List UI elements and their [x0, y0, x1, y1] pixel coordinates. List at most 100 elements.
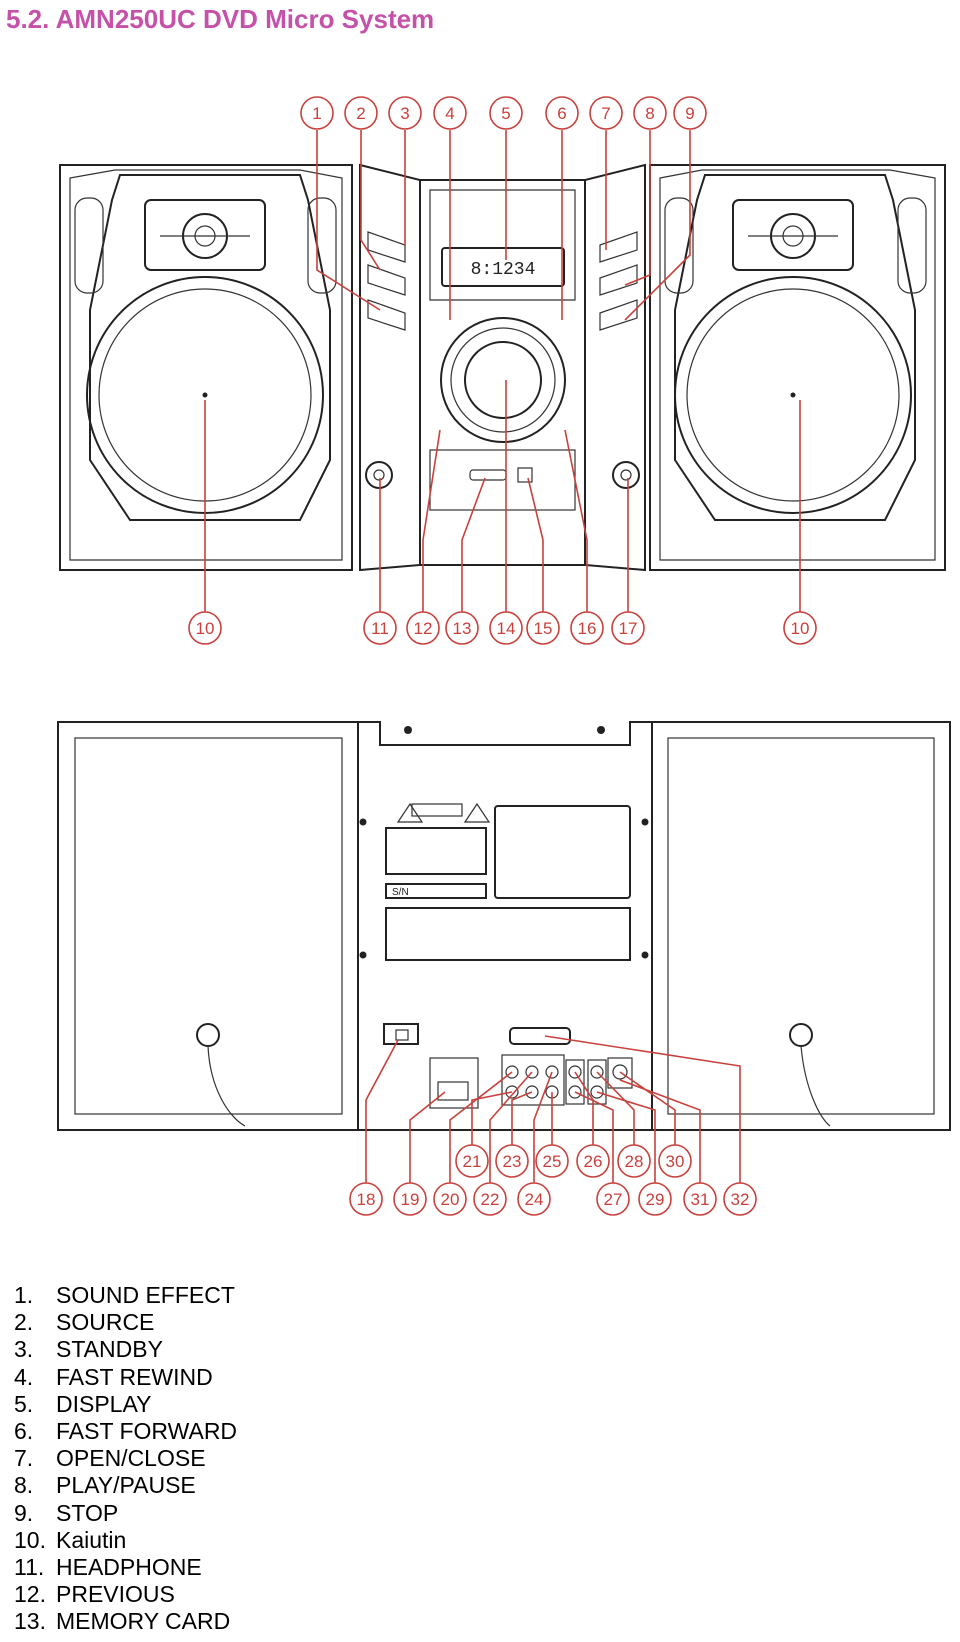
serial-label: S/N — [392, 887, 409, 898]
callout-22: 22 — [473, 1182, 507, 1216]
callout-label: 26 — [584, 1152, 603, 1171]
parts-item-label: PLAY/PAUSE — [56, 1472, 196, 1499]
callout-20: 20 — [433, 1182, 467, 1216]
callout-13: 13 — [445, 611, 479, 645]
callout-label: 23 — [503, 1152, 522, 1171]
callout-label: 29 — [646, 1190, 665, 1209]
parts-list-item: 13. MEMORY CARD — [14, 1608, 237, 1635]
parts-list-item: 11. HEADPHONE — [14, 1554, 237, 1581]
callout-label: 8 — [645, 104, 654, 123]
parts-item-number: 4. — [14, 1363, 34, 1390]
callout-3: 3 — [388, 96, 422, 130]
parts-list-item: 12. PREVIOUS — [14, 1581, 237, 1608]
parts-list-item: 2. SOURCE — [14, 1309, 237, 1336]
callout-label: 12 — [414, 619, 433, 638]
parts-item-label: PREVIOUS — [56, 1581, 175, 1608]
callout-9: 9 — [673, 96, 707, 130]
parts-list-item: 3. STANDBY — [14, 1336, 237, 1363]
callout-label: 11 — [371, 619, 389, 638]
callout-12: 12 — [406, 611, 440, 645]
product-diagram: 8:1234 — [57, 96, 951, 1216]
parts-list: 1. SOUND EFFECT 2. SOURCE 3. STANDBY 4. FAST RE… — [14, 1282, 237, 1636]
callout-label: 1 — [312, 104, 321, 123]
callout-label: 7 — [601, 104, 610, 123]
parts-list-item: 4. FAST REWIND — [14, 1364, 237, 1391]
callout-label: 22 — [481, 1190, 500, 1209]
callout-label: 28 — [625, 1152, 644, 1171]
callout-10: 10 — [783, 611, 817, 645]
callout-label: 31 — [691, 1190, 710, 1209]
parts-item-number: 2. — [14, 1309, 34, 1336]
callout-label: 10 — [791, 619, 810, 638]
parts-list-item: 1. SOUND EFFECT — [14, 1282, 237, 1309]
parts-item-label: DISPLAY — [56, 1390, 152, 1417]
callout-label: 17 — [619, 619, 638, 638]
parts-list-item: 8. PLAY/PAUSE — [14, 1472, 237, 1499]
parts-list-item: 7.OPEN/CLOSE — [14, 1445, 237, 1472]
callout-31: 31 — [683, 1182, 717, 1216]
right-speaker — [649, 164, 946, 571]
callout-16: 16 — [570, 611, 604, 645]
callout-6: 6 — [545, 96, 579, 130]
parts-list-item: 6. FAST FORWARD — [14, 1418, 237, 1445]
parts-item-label: Kaiutin — [56, 1526, 127, 1553]
callout-label: 15 — [534, 619, 553, 638]
callout-label: 13 — [453, 619, 472, 638]
parts-item-number: 13. — [14, 1608, 46, 1635]
rear-view: S/N — [57, 721, 951, 1183]
parts-item-number: 6. — [14, 1418, 34, 1445]
callout-23: 23 — [495, 1144, 529, 1178]
callout-17: 17 — [611, 611, 645, 645]
callout-label: 30 — [666, 1152, 685, 1171]
parts-item-number: 8. — [14, 1472, 34, 1499]
parts-item-label: HEADPHONE — [56, 1554, 202, 1581]
callout-18: 18 — [349, 1182, 383, 1216]
callout-4: 4 — [433, 96, 467, 130]
parts-item-number: 3. — [14, 1336, 34, 1363]
front-leader-lines — [204, 130, 801, 612]
callout-label: 6 — [557, 104, 566, 123]
parts-item-number: 11. — [14, 1554, 45, 1581]
callout-1: 1 — [300, 96, 334, 130]
callout-29: 29 — [638, 1182, 672, 1216]
parts-item-label: FAST FORWARD — [56, 1418, 238, 1445]
callout-label: 16 — [578, 619, 597, 638]
callout-label: 2 — [356, 104, 365, 123]
callout-label: 27 — [604, 1190, 623, 1209]
main-unit-front: 8:1234 — [359, 163, 646, 572]
callout-label: 5 — [501, 104, 510, 123]
callout-8: 8 — [633, 96, 667, 130]
parts-item-label: STANDBY — [56, 1336, 163, 1363]
parts-list-item: 9.STOP — [14, 1500, 237, 1527]
parts-item-number: 12. — [14, 1581, 46, 1608]
parts-item-number: 1. — [14, 1282, 34, 1308]
parts-item-number: 10. — [14, 1526, 46, 1553]
callout-label: 19 — [401, 1190, 420, 1209]
callout-25: 25 — [535, 1144, 569, 1178]
callout-label: 32 — [731, 1190, 750, 1209]
callout-28: 28 — [617, 1144, 651, 1178]
callout-10: 10 — [188, 611, 222, 645]
left-speaker — [59, 164, 353, 571]
parts-item-label: FAST REWIND — [56, 1363, 213, 1390]
callout-label: 10 — [196, 619, 215, 638]
callout-5: 5 — [489, 96, 523, 130]
parts-list-item: 5.DISPLAY — [14, 1391, 237, 1418]
callout-27: 27 — [596, 1182, 630, 1216]
parts-item-label: SOUND EFFECT — [56, 1282, 235, 1308]
callout-label: 9 — [685, 104, 694, 123]
callout-label: 21 — [463, 1152, 482, 1171]
callout-7: 7 — [589, 96, 623, 130]
parts-item-label: STOP — [56, 1499, 119, 1526]
parts-item-label: SOURCE — [56, 1309, 155, 1336]
callout-26: 26 — [576, 1144, 610, 1178]
callout-15: 15 — [526, 611, 560, 645]
callout-21: 21 — [455, 1144, 489, 1178]
parts-item-label: MEMORY CARD — [56, 1608, 231, 1635]
callout-label: 14 — [497, 619, 516, 638]
unit-display-text: 8:1234 — [471, 260, 536, 280]
parts-list-item: 10. Kaiutin — [14, 1527, 237, 1554]
callout-19: 19 — [393, 1182, 427, 1216]
